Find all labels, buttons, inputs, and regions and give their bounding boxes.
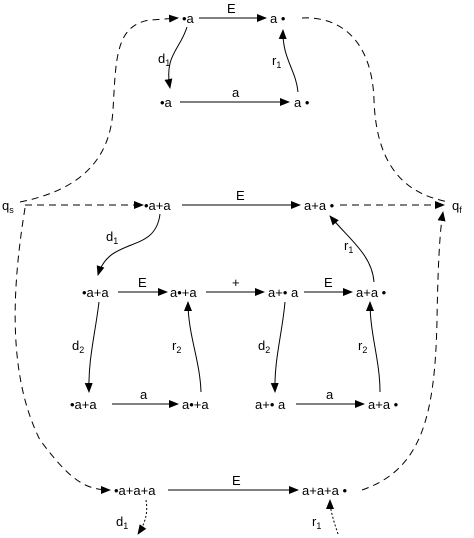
label-l3-a1: a [140, 387, 148, 402]
label-bottom-E: E [232, 473, 241, 488]
node-l2-4: a+a • [356, 285, 387, 300]
node-top-end: a • [270, 11, 286, 26]
right-d2-arrow [270, 301, 286, 393]
label-bottom-d1: d1 [116, 514, 128, 531]
node-l3-3: a+• a [255, 397, 286, 412]
label-left-r2: r2 [172, 338, 181, 355]
right-r2-arrow [366, 301, 381, 393]
dash-start-to-bottom [14, 207, 111, 494]
node-l2-1: •a+a [82, 285, 109, 300]
node-top-mid-end: a • [294, 95, 310, 110]
left-r2-arrow [184, 301, 202, 393]
node-top-start: •a [182, 11, 195, 26]
label-right-r2: r2 [358, 338, 367, 355]
bottom-d1-arrow [137, 499, 148, 535]
dash-start-to-top [19, 14, 179, 203]
label-main-r1: r1 [344, 238, 353, 255]
node-top-mid-start: •a [160, 95, 173, 110]
dash-top-to-final [301, 17, 449, 203]
label-top-d1: d1 [158, 51, 170, 68]
label-main-E: E [236, 188, 245, 203]
label-right-d2: d2 [258, 338, 270, 355]
node-l2-3: a+• a [268, 285, 299, 300]
node-bottom-start: •a+a+a [114, 483, 156, 498]
node-l3-4: a+a • [368, 397, 399, 412]
label-bottom-r1: r1 [312, 514, 321, 531]
node-l3-2: a•+a [182, 397, 209, 412]
left-d2-arrow [84, 301, 100, 393]
node-l3-1: •a+a [70, 397, 97, 412]
label-l3-a2: a [326, 387, 334, 402]
label-left-d2: d2 [72, 338, 84, 355]
node-bottom-end: a+a+a • [302, 483, 347, 498]
label-l2-plus: + [232, 275, 240, 290]
node-main-end: a+a • [304, 198, 335, 213]
label-l2-E1: E [138, 275, 147, 290]
label-main-d1: d1 [106, 229, 118, 246]
node-l2-2: a•+a [170, 285, 197, 300]
label-top-r1: r1 [272, 53, 281, 70]
bottom-r1-arrow [326, 499, 339, 535]
main-d1-arrow [96, 213, 161, 276]
label-l2-E2: E [324, 275, 333, 290]
main-r1-arrow [329, 215, 375, 283]
label-top-E: E [227, 1, 236, 16]
label-top-a: a [232, 85, 240, 100]
node-main-start: •a+a [144, 198, 171, 213]
top-d1-arrow [164, 26, 188, 89]
dash-bottom-to-final [361, 211, 446, 491]
state-start: qs [2, 198, 14, 215]
state-final: qf [452, 198, 462, 215]
top-r1-arrow [278, 29, 299, 93]
